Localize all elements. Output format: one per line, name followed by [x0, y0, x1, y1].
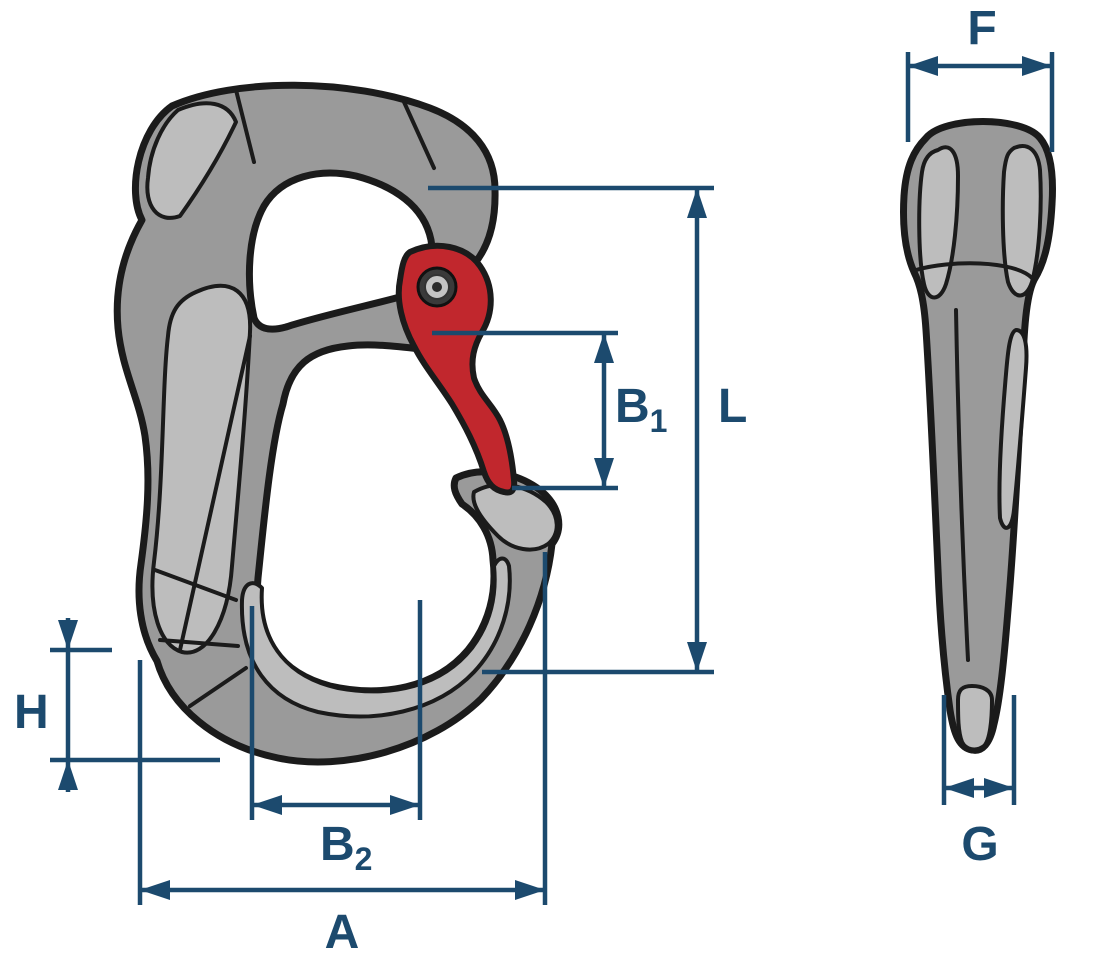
arrowhead-down: [687, 642, 707, 672]
label-base: B: [615, 380, 650, 433]
arrowhead-up: [687, 188, 707, 218]
arrowhead-left: [140, 880, 170, 900]
side-highlight-strip: [997, 328, 1029, 530]
facet-line: [178, 334, 252, 652]
dimension-annotations: F L B1 H: [14, 2, 1055, 959]
label-base: B: [320, 818, 355, 871]
dimension-label-b2: B2: [320, 818, 372, 877]
dimension-L: L: [428, 185, 747, 675]
facet-line: [188, 666, 248, 708]
dimension-label-g: G: [961, 818, 998, 871]
arrowhead-right: [1022, 56, 1052, 76]
dimension-H: H: [14, 618, 220, 792]
arrowhead-down: [58, 620, 78, 650]
side-highlight-right: [1000, 144, 1043, 298]
side-shoulder-seam: [914, 261, 1034, 280]
dimension-F: F: [905, 2, 1055, 152]
facet-line: [158, 638, 240, 648]
arrowhead-right: [515, 880, 545, 900]
label-subscript: 1: [650, 403, 668, 439]
arrowhead-right: [390, 795, 420, 815]
dimension-label-l: L: [718, 380, 747, 433]
arrowhead-down: [594, 458, 614, 488]
side-center-seam: [954, 308, 970, 662]
arrowhead-left: [908, 56, 938, 76]
corner-highlight-panel: [145, 101, 238, 220]
side-highlight-left: [917, 145, 960, 300]
arrowhead-right: [984, 778, 1014, 798]
band-seam-line: [234, 88, 256, 164]
dimension-B1: B1: [432, 330, 667, 491]
band-seam-line: [402, 100, 436, 170]
arrowhead-left: [252, 795, 282, 815]
dimension-label-f: F: [967, 2, 996, 55]
dimension-label-b1: B1: [615, 380, 667, 439]
facet-line: [153, 568, 238, 602]
safety-gate: [395, 242, 518, 496]
dimension-G: G: [941, 695, 1017, 871]
side-tip-highlight: [956, 684, 994, 752]
dimension-B2: B2: [249, 600, 423, 877]
dimension-A: A: [137, 552, 548, 959]
label-subscript: 2: [355, 841, 373, 877]
arrowhead-up: [594, 333, 614, 363]
pivot-pin-center: [432, 282, 442, 292]
arrowhead-up: [58, 760, 78, 790]
arrowhead-left: [944, 778, 974, 798]
side-view-hook: [900, 118, 1056, 754]
dimension-label-h: H: [14, 686, 49, 739]
dimension-label-a: A: [325, 906, 360, 959]
bowl-highlight-panel: [239, 556, 512, 719]
